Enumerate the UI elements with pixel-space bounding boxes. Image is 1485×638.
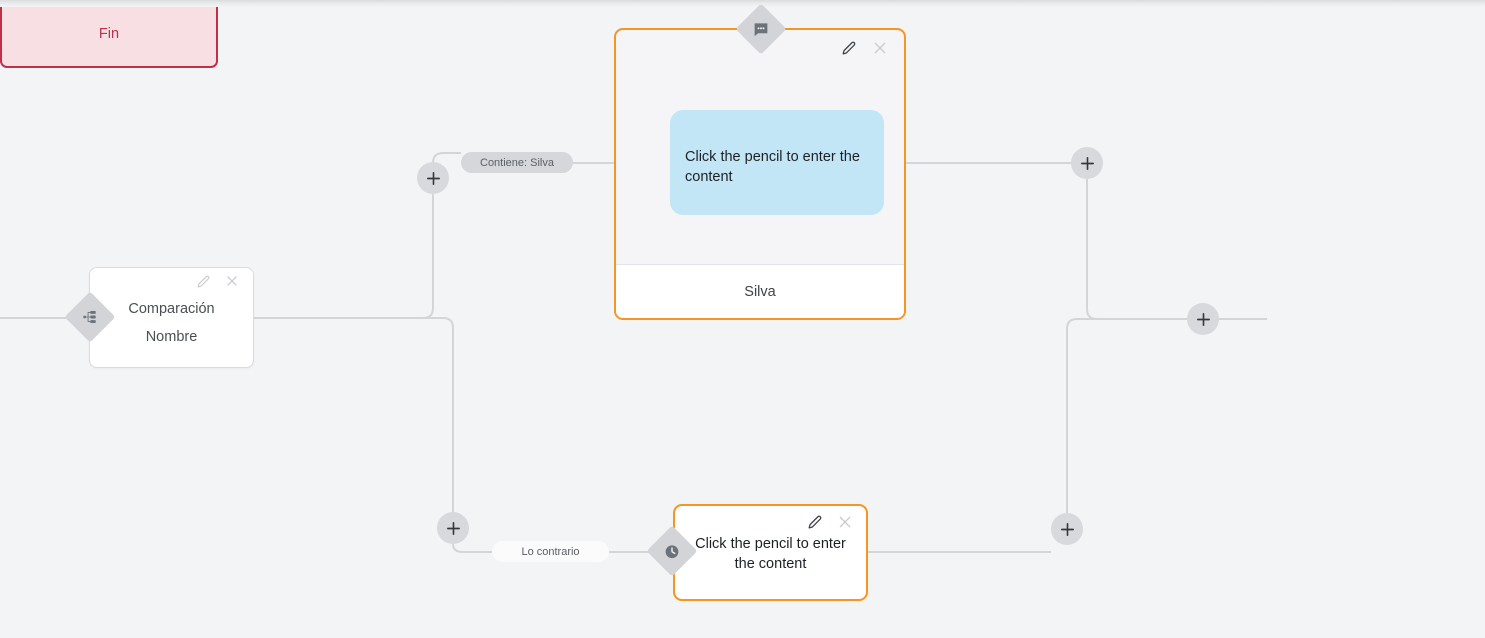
node-message-contrario[interactable]: Click the pencil to enter the content	[673, 504, 868, 601]
add-node-button-contrario-branch[interactable]	[437, 512, 469, 544]
pencil-icon[interactable]	[808, 515, 822, 534]
message-icon	[753, 21, 770, 38]
add-node-button-before-fin[interactable]	[1187, 303, 1219, 335]
add-node-button-contiene-branch[interactable]	[417, 162, 449, 194]
close-icon[interactable]	[872, 40, 888, 61]
node-message-contrario-toolbar	[808, 514, 853, 535]
node-comparacion-toolbar	[197, 274, 239, 293]
edge-label-lo-contrario[interactable]: Lo contrario	[492, 541, 609, 562]
add-node-button-after-contrario[interactable]	[1051, 513, 1083, 545]
edge-label-contiene[interactable]: Contiene: Silva	[461, 152, 573, 173]
add-node-button-after-silva[interactable]	[1071, 147, 1103, 179]
node-message-contrario-text: Click the pencil to enter the content	[695, 536, 846, 572]
node-comparacion-text: Comparación Nombre	[90, 295, 253, 352]
node-comparacion-subtitle: Nombre	[145, 329, 198, 346]
node-fin-label: Fin	[98, 26, 120, 42]
close-icon[interactable]	[225, 274, 239, 293]
node-fin[interactable]: Fin	[0, 0, 218, 68]
node-message-contrario-badge	[646, 525, 698, 577]
node-comparacion-badge	[64, 291, 116, 343]
node-message-silva-footer: Silva	[616, 264, 904, 318]
message-bubble[interactable]: Click the pencil to enter the content	[670, 110, 884, 215]
node-comparacion-title: Comparación	[128, 301, 215, 317]
node-message-silva-badge	[735, 3, 787, 55]
pencil-icon[interactable]	[197, 275, 210, 293]
clock-icon	[664, 543, 681, 560]
close-icon[interactable]	[837, 514, 853, 535]
node-message-silva-toolbar	[842, 40, 888, 61]
node-message-silva[interactable]: Click the pencil to enter the content Si…	[614, 28, 906, 320]
sitemap-icon	[82, 309, 98, 325]
pencil-icon[interactable]	[842, 41, 856, 60]
node-comparacion[interactable]: Comparación Nombre	[89, 267, 254, 368]
